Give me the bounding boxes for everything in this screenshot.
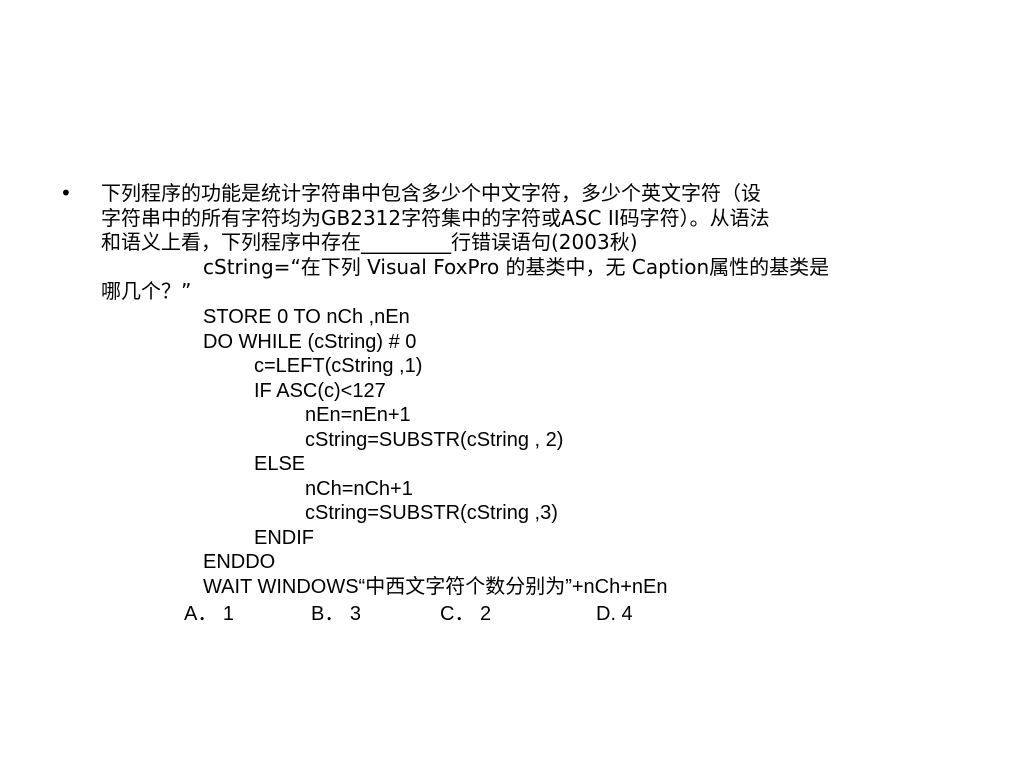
code-line: cString=SUBSTR(cString ,3): [305, 502, 558, 524]
code-line: nEn=nEn+1: [305, 404, 411, 426]
code-line: c=LEFT(cString ,1): [254, 355, 423, 377]
cstring-assignment: cString=“在下列 Visual FoxPro 的基类中，无 Captio…: [203, 254, 830, 279]
question-line-5: 哪几个？”: [101, 279, 192, 303]
code-line: IF ASC(c)<127: [254, 379, 386, 402]
code-line: ENDDO: [203, 551, 276, 573]
code-line: ELSE: [254, 453, 306, 475]
code-line: WAIT WINDOWS“中西文字符个数分别为”+nCh+nEn: [203, 575, 668, 598]
code-block: STORE 0 TO nCh ,nEn DO WHILE (cString) #…: [0, 305, 668, 599]
option-a: A． 1: [184, 603, 235, 625]
code-line: STORE 0 TO nCh ,nEn: [203, 306, 410, 328]
bullet-marker: •: [60, 181, 72, 205]
code-line: DO WHILE (cString) # 0: [203, 330, 417, 353]
option-d: D. 4: [596, 603, 633, 625]
code-line: cString=SUBSTR(cString , 2): [305, 428, 564, 451]
option-c: C． 2: [440, 603, 492, 625]
question-line-3: 和语义上看，下列程序中存在_________行错误语句(2003秋): [101, 230, 638, 254]
code-line: ENDIF: [254, 526, 314, 549]
code-line: nCh=nCh+1: [305, 477, 413, 500]
question-line-1: 下列程序的功能是统计字符串中包含多少个中文字符，多少个英文字符（设: [101, 181, 761, 205]
question-line-2: 字符串中的所有字符均为GB2312字符集中的字符或ASC II码字符）。从语法: [101, 205, 770, 230]
option-b: B． 3: [311, 603, 362, 625]
question-text: 下列程序的功能是统计字符串中包含多少个中文字符，多少个英文字符（设 字符串中的所…: [101, 181, 971, 304]
